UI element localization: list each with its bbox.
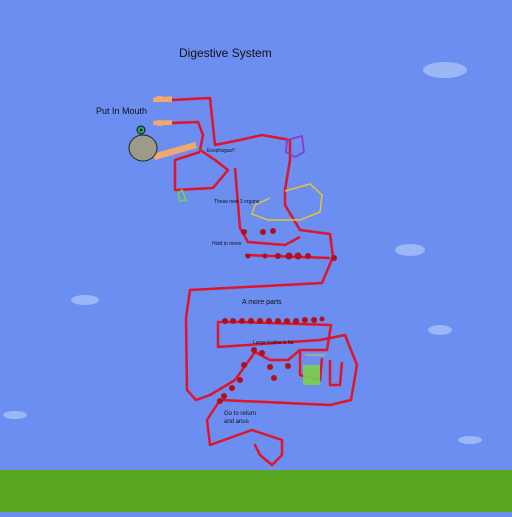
food-particle — [275, 318, 281, 324]
character-face-icon — [139, 128, 143, 132]
large-intestine-label: Large instine is fat — [253, 340, 294, 346]
food-particle — [260, 229, 266, 235]
food-particle — [305, 253, 311, 259]
ground-strip — [0, 470, 512, 512]
go-to-return-label: Go to return — [224, 411, 257, 417]
food-particles — [217, 228, 337, 404]
food-blob-icon — [128, 134, 158, 162]
food-particle — [302, 317, 308, 323]
food-particle — [267, 364, 273, 370]
appendix-fill — [303, 365, 320, 385]
hand-icon — [154, 96, 166, 102]
tract-stomach-arc — [233, 167, 301, 247]
food-particle — [239, 318, 245, 324]
food-particle — [293, 318, 299, 324]
hand-icon — [154, 120, 166, 126]
cloud — [423, 62, 467, 78]
food-particle — [266, 318, 272, 324]
and-anus-label: and anus — [224, 419, 249, 425]
pancreas-outline — [251, 183, 323, 221]
food-particle — [270, 228, 276, 234]
food-particle — [241, 362, 247, 368]
cloud — [3, 411, 27, 419]
food-particle — [217, 398, 223, 404]
food-particle — [285, 363, 291, 369]
feeding-stick — [152, 142, 197, 160]
food-particle — [259, 350, 265, 356]
food-particle — [251, 347, 257, 353]
food-particle — [294, 252, 302, 260]
tract-upper-loop — [171, 120, 230, 192]
food-particle — [285, 252, 293, 260]
food-particle — [331, 255, 337, 261]
cloud — [71, 295, 99, 305]
food-particle — [221, 393, 227, 399]
food-particle — [241, 229, 247, 235]
spleen-outline — [285, 134, 305, 159]
more-parts-label: A more parts — [242, 299, 282, 306]
cloud — [428, 325, 452, 335]
hold-to-move-label: Hold to move — [212, 241, 242, 247]
food-particle — [275, 253, 281, 259]
food-particle — [311, 317, 317, 323]
esophagus-label: Esophagus!! — [207, 148, 235, 154]
food-particle — [230, 318, 236, 324]
food-particle — [237, 377, 243, 383]
food-particle — [222, 318, 228, 324]
food-particle — [319, 316, 325, 322]
food-particle — [284, 318, 290, 324]
digestive-tract-path — [170, 96, 359, 467]
food-particle — [262, 253, 268, 259]
food-particle — [248, 318, 254, 324]
page-title: Digestive System — [179, 46, 272, 60]
gallbladder-outline — [177, 188, 188, 202]
food-particle — [257, 318, 263, 324]
food-particle — [271, 375, 277, 381]
cloud — [458, 436, 482, 444]
food-particle — [245, 253, 251, 259]
clouds — [3, 62, 482, 444]
put-in-mouth-label: Put In Mouth — [96, 106, 148, 116]
organs-label: These new 3 organs — [214, 199, 260, 205]
food-particle — [229, 385, 235, 391]
cloud — [395, 244, 425, 256]
